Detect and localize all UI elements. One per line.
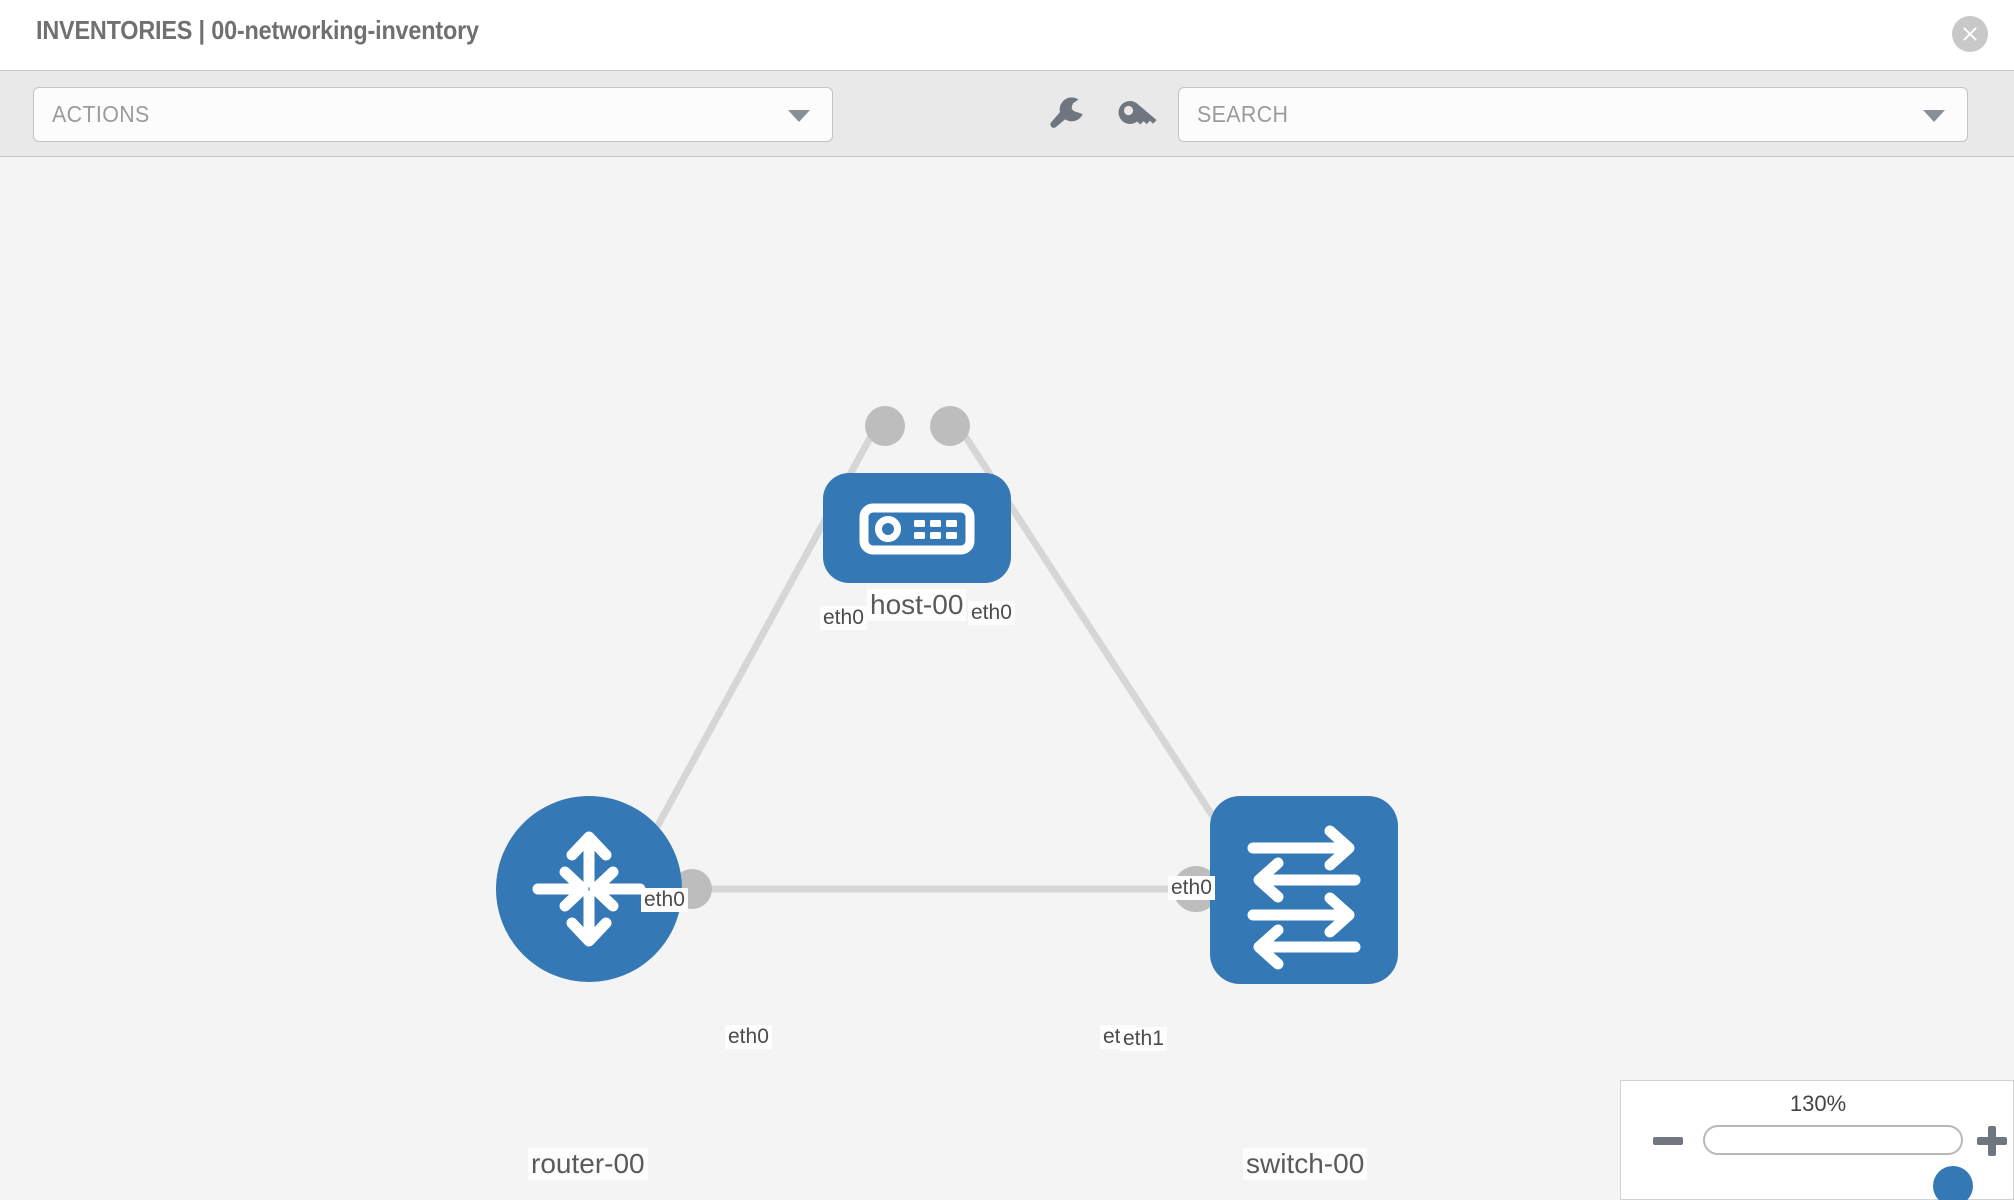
zoom-control-panel: 130%	[1620, 1080, 2014, 1200]
zoom-level-value: 130%	[1789, 1091, 1847, 1116]
node-label-switch-00: switch-00	[1243, 1148, 1368, 1180]
server-icon	[859, 503, 975, 555]
node-label-router-00: router-00	[528, 1148, 648, 1180]
chevron-down-icon[interactable]	[1923, 110, 1945, 122]
interface-label-host-left: eth0	[820, 606, 867, 630]
router-arrows-icon	[532, 831, 646, 947]
search-input[interactable]: SEARCH	[1178, 87, 1968, 142]
minus-icon[interactable]	[1653, 1137, 1683, 1145]
zoom-slider-thumb[interactable]	[1933, 1166, 1973, 1200]
server-icon-ports	[914, 520, 957, 539]
node-host-00	[823, 473, 1011, 583]
toolbar: ACTIONS SEARCH	[0, 70, 2014, 157]
interface-label-router-right: eth0	[725, 1025, 772, 1049]
actions-dropdown[interactable]: ACTIONS	[33, 87, 833, 142]
key-icon[interactable]	[1110, 89, 1162, 141]
interface-dot-host-right	[930, 406, 970, 446]
actions-dropdown-label: ACTIONS	[52, 101, 150, 127]
node-label-host-00: host-00	[867, 589, 967, 621]
node-switch-00	[1210, 796, 1398, 984]
zoom-slider[interactable]	[1703, 1125, 1973, 1200]
search-placeholder: SEARCH	[1197, 101, 1289, 127]
plus-icon[interactable]	[1977, 1137, 2007, 1145]
interface-dot-host-left	[865, 406, 905, 446]
interface-label-host-right: eth0	[968, 601, 1015, 625]
topology-canvas[interactable]: eth0 host-00 eth0 eth0 eth0 eth0 eth eth…	[0, 158, 2014, 1200]
interface-label-switch-left-b: eth1	[1120, 1027, 1167, 1051]
topology-graph	[496, 406, 1398, 984]
page-title: INVENTORIES | 00-networking-inventory	[36, 15, 479, 45]
interface-label-router-up: eth0	[641, 888, 688, 912]
chevron-down-icon	[788, 110, 810, 122]
close-icon[interactable]	[1952, 16, 1988, 52]
server-icon-power	[875, 516, 901, 542]
page-header: INVENTORIES | 00-networking-inventory	[0, 0, 2014, 70]
interface-label-switch-up: eth0	[1168, 876, 1215, 900]
wrench-icon[interactable]	[1040, 89, 1092, 141]
switch-arrows-icon	[1247, 825, 1361, 970]
node-router-00	[496, 796, 682, 982]
